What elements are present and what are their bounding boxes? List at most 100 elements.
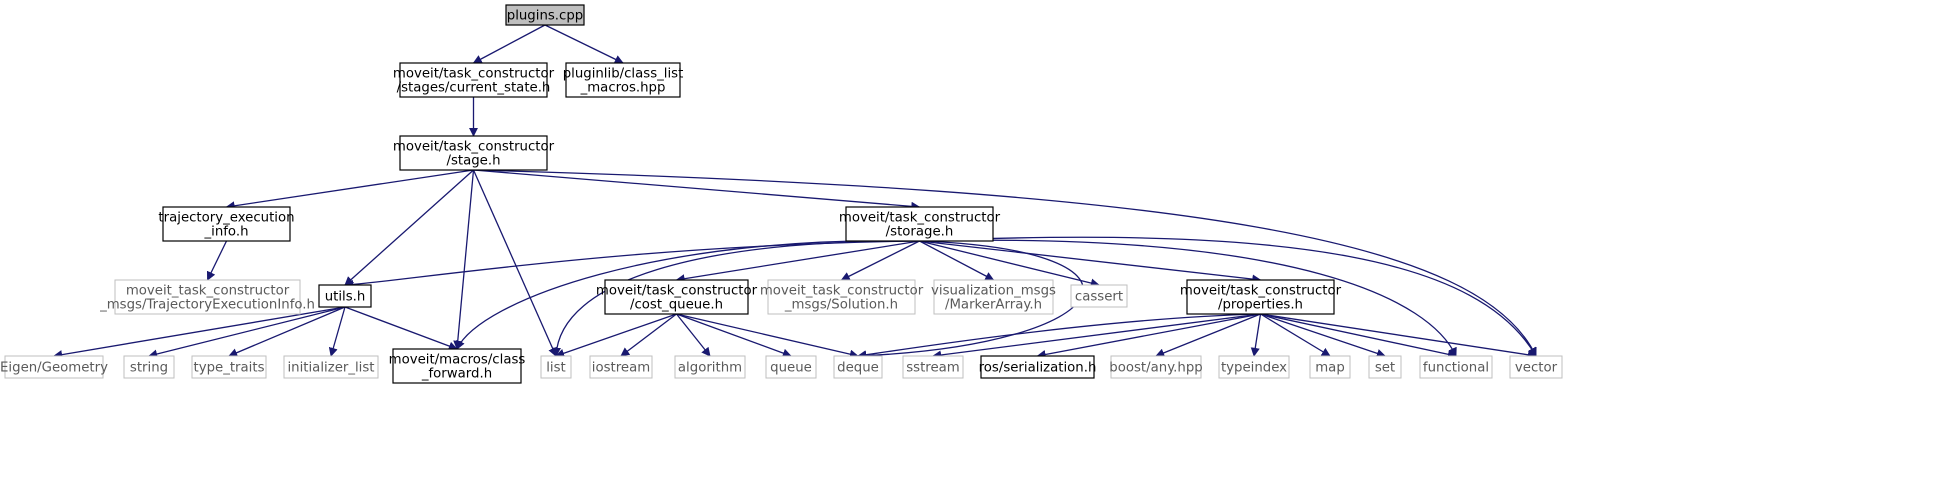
node-label: set	[1375, 361, 1395, 376]
node-box	[399, 62, 548, 98]
edge-cost-queue-to-deque	[676, 313, 859, 359]
node-label: vector	[1515, 361, 1558, 376]
node-cost-queue[interactable]: moveit/task_constructor/cost_queue.h	[596, 279, 758, 315]
node-box	[392, 348, 522, 384]
node-label: moveit/task_constructor	[393, 67, 555, 82]
edge-storage-h-to-list	[551, 240, 920, 357]
node-label: moveit/task_constructor	[596, 284, 758, 299]
node-utils-h[interactable]: utils.h	[318, 284, 372, 308]
edge-storage-h-to-functional	[919, 239, 1457, 357]
node-box	[604, 279, 749, 315]
edge-properties-h-to-sstream	[932, 313, 1261, 360]
edge-stage-h-to-trajectory-execution-info	[225, 169, 474, 211]
node-box	[318, 284, 372, 308]
node-label: _msgs/Solution.h	[784, 298, 898, 313]
node-box	[980, 355, 1095, 379]
node-label: map	[1315, 361, 1345, 376]
node-box	[162, 206, 291, 242]
node-type-traits: type_traits	[191, 355, 267, 379]
node-iostream: iostream	[589, 355, 653, 379]
node-class-list-macros[interactable]: pluginlib/class_list_macros.hpp	[563, 62, 684, 98]
node-box	[4, 355, 104, 379]
node-properties-h[interactable]: moveit/task_constructor/properties.h	[1180, 279, 1342, 315]
node-current-state[interactable]: moveit/task_constructor/stages/current_s…	[393, 62, 555, 98]
node-initializer-list: initializer_list	[283, 355, 379, 379]
node-label: /stages/current_state.h	[397, 81, 551, 96]
node-box	[1070, 284, 1128, 308]
edge-properties-h-to-deque	[857, 313, 1261, 360]
node-box	[191, 355, 267, 379]
node-typeindex: typeindex	[1218, 355, 1290, 379]
node-label: plugins.cpp	[507, 9, 583, 24]
node-queue: queue	[765, 355, 817, 379]
node-box	[1309, 355, 1351, 379]
node-label: /MarkerArray.h	[945, 298, 1042, 313]
edge-properties-h-to-vector	[1260, 313, 1537, 360]
node-box	[933, 279, 1054, 315]
node-msgs-solution: moveit_task_constructor_msgs/Solution.h	[760, 279, 924, 315]
node-trajectory-execution-info[interactable]: trajectory_execution_info.h	[158, 206, 295, 242]
node-label: moveit/task_constructor	[839, 211, 1001, 226]
edge-plugins-cpp-to-class-list-macros	[544, 24, 624, 64]
node-label: _msgs/TrajectoryExecutionInfo.h	[99, 298, 315, 313]
edge-plugins-cpp-to-current-state	[472, 24, 546, 64]
node-label: typeindex	[1221, 361, 1287, 376]
node-label: queue	[770, 361, 812, 376]
node-cassert: cassert	[1070, 284, 1128, 308]
node-box	[565, 62, 681, 98]
node-label: pluginlib/class_list	[563, 67, 684, 82]
node-box	[765, 355, 817, 379]
node-box	[123, 355, 175, 379]
node-ros-serialization[interactable]: ros/serialization.h	[979, 355, 1097, 379]
node-label: type_traits	[193, 361, 264, 376]
node-stage-h[interactable]: moveit/task_constructor/stage.h	[393, 135, 555, 171]
node-label: visualization_msgs	[931, 284, 1056, 299]
edge-properties-h-to-boost-any	[1155, 313, 1261, 358]
node-label: /stage.h	[446, 154, 500, 169]
edge-trajectory-execution-info-to-msgs-trajectory	[206, 240, 228, 281]
edge-cost-queue-to-list	[555, 313, 677, 358]
node-box	[674, 355, 746, 379]
edge-stage-h-to-class-forward	[453, 169, 475, 350]
edge-properties-h-to-map	[1260, 313, 1331, 357]
node-functional: functional	[1419, 355, 1493, 379]
node-label: list	[546, 361, 566, 376]
edge-cost-queue-to-queue	[676, 313, 792, 358]
node-label: _macros.hpp	[580, 81, 666, 96]
edges-layer	[53, 24, 1537, 361]
node-box	[1218, 355, 1290, 379]
node-sstream: sstream	[902, 355, 964, 379]
edge-utils-h-to-string	[148, 306, 346, 359]
node-label: ros/serialization.h	[979, 361, 1097, 376]
node-plugins-cpp[interactable]: plugins.cpp	[505, 4, 585, 26]
node-label: moveit_task_constructor	[760, 284, 924, 299]
edge-storage-h-to-msgs-solution	[840, 240, 920, 281]
node-box	[505, 4, 585, 26]
node-boost-any: boost/any.hpp	[1109, 355, 1203, 379]
node-box	[1186, 279, 1335, 315]
node-label: cassert	[1075, 290, 1123, 305]
edge-storage-h-to-vector	[919, 236, 1537, 357]
node-marker-array: visualization_msgs/MarkerArray.h	[931, 279, 1056, 315]
node-label: _forward.h	[421, 367, 492, 382]
edge-utils-h-to-class-forward	[344, 306, 458, 351]
node-class-forward[interactable]: moveit/macros/class_forward.h	[389, 348, 526, 384]
node-label: boost/any.hpp	[1109, 361, 1202, 376]
node-box	[1509, 355, 1563, 379]
node-storage-h[interactable]: moveit/task_constructor/storage.h	[839, 206, 1001, 242]
node-box	[283, 355, 379, 379]
edge-cost-queue-to-iostream	[620, 313, 677, 357]
node-box	[902, 355, 964, 379]
node-algorithm: algorithm	[674, 355, 746, 379]
nodes-layer: plugins.cpp moveit/task_constructor/stage…	[0, 4, 1563, 384]
node-label: moveit_task_constructor	[126, 284, 290, 299]
node-label: utils.h	[325, 290, 366, 305]
edge-cost-queue-to-algorithm	[675, 313, 711, 357]
edge-stage-h-to-utils-h	[344, 169, 474, 286]
edge-storage-h-to-class-forward	[456, 239, 920, 350]
edge-storage-h-to-marker-array	[919, 240, 995, 281]
edge-utils-h-to-type-traits	[228, 306, 346, 358]
edge-properties-h-to-functional	[1260, 313, 1457, 359]
node-map: map	[1309, 355, 1351, 379]
